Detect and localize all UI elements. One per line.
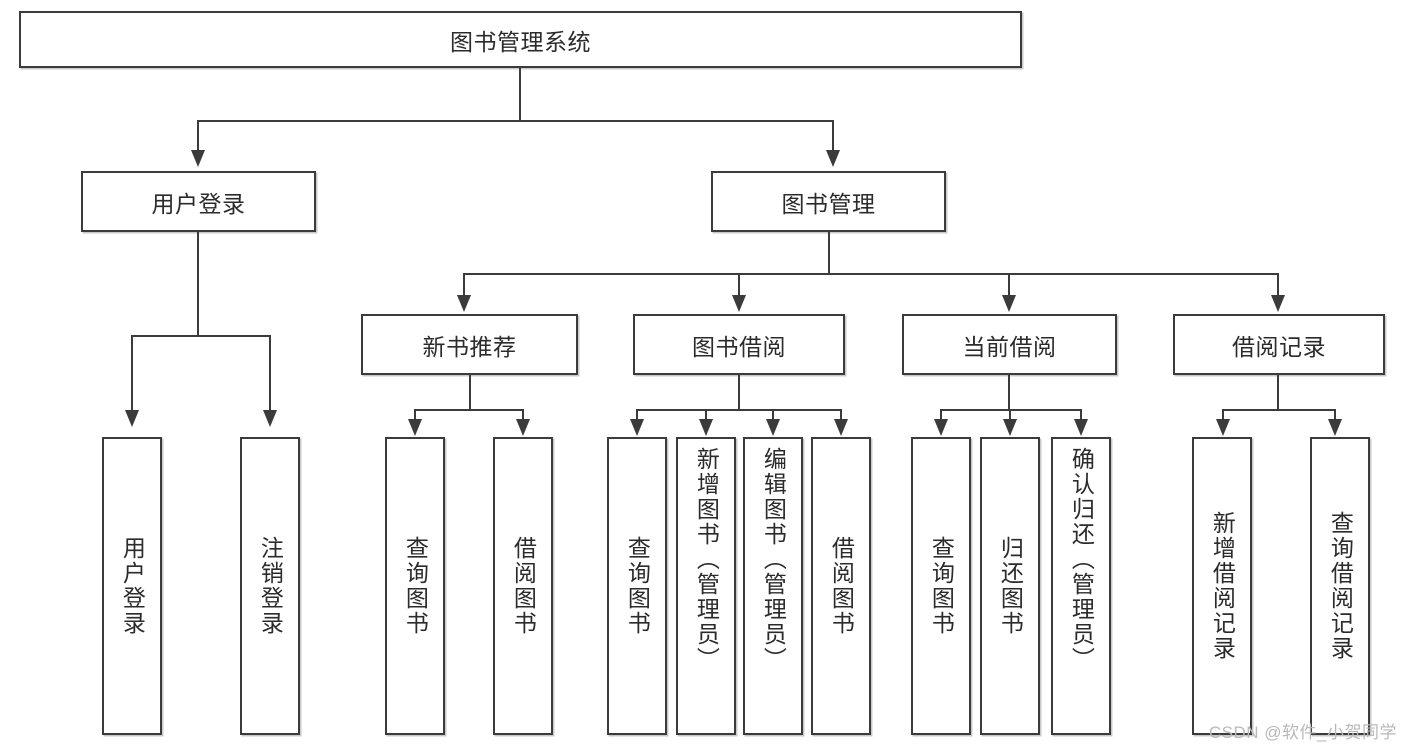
connector-book-borrow-drop-4 <box>840 409 842 421</box>
connector-book-borrow-stem <box>738 375 740 410</box>
connector-book-manage-drop-1 <box>463 273 465 296</box>
connector-current-borrow-bus <box>940 409 1082 411</box>
leaf-label: 查询图书 <box>402 536 429 636</box>
connector-new-book-rec-bus <box>414 409 524 411</box>
leaf-label: 查询图书 <box>624 536 651 636</box>
connector-book-borrow-drop-3 <box>772 409 774 421</box>
connector-current-borrow-drop-1 <box>940 409 942 421</box>
connector-book-borrow-bus <box>636 409 842 411</box>
connector-user-login-drop-1 <box>131 335 133 410</box>
node-label: 当前借阅 <box>962 333 1057 360</box>
csdn-watermark: CSDN @软件_小贺同学 <box>1208 723 1397 742</box>
connector-borrow-record-drop-1 <box>1222 409 1224 421</box>
connector-root-bus <box>197 120 834 122</box>
leaf-query-book-borrowing[interactable]: 查询图书 <box>607 437 667 735</box>
node-label: 图书管理 <box>781 190 876 217</box>
connector-current-borrow-stem <box>1008 375 1010 410</box>
leaf-label: 查询图书 <box>928 536 955 636</box>
leaf-logout-login[interactable]: 注销登录 <box>240 437 300 735</box>
leaf-label: 编辑图书（管理员） <box>760 447 787 672</box>
node-label: 借阅记录 <box>1232 333 1326 360</box>
connector-user-login-drop-2 <box>269 335 271 410</box>
node-book-management[interactable]: 图书管理 <box>711 171 946 232</box>
arrow-to-leaf-borrow-book-1 <box>516 419 530 436</box>
leaf-label: 注销登录 <box>257 536 284 636</box>
connector-book-borrow-drop-2 <box>705 409 707 421</box>
leaf-return-book[interactable]: 归还图书 <box>980 437 1040 735</box>
arrow-to-book-manage <box>826 150 840 167</box>
connector-book-manage-drop-3 <box>1008 273 1010 296</box>
leaf-query-book-current[interactable]: 查询图书 <box>911 437 971 735</box>
connector-borrow-record-stem <box>1277 375 1279 410</box>
leaf-query-book-recommendation[interactable]: 查询图书 <box>385 437 445 735</box>
arrow-to-leaf-query-book-2 <box>630 419 644 436</box>
leaf-label: 新增借阅记录 <box>1209 511 1236 661</box>
arrow-to-leaf-add-book <box>699 419 713 436</box>
connector-root-to-user-login <box>197 120 199 150</box>
arrow-to-leaf-query-record <box>1328 419 1342 436</box>
leaf-label: 查询借阅记录 <box>1327 511 1354 661</box>
connector-new-book-rec-stem <box>469 375 471 410</box>
leaf-borrow-book-borrowing[interactable]: 借阅图书 <box>811 437 871 735</box>
connector-book-manage-bus <box>463 273 1279 275</box>
arrow-to-borrow-record <box>1271 295 1285 312</box>
connector-book-manage-drop-4 <box>1277 273 1279 296</box>
arrow-to-book-borrow <box>732 295 746 312</box>
leaf-add-borrowing-record[interactable]: 新增借阅记录 <box>1192 437 1252 735</box>
connector-user-login-bus <box>131 335 271 337</box>
connector-current-borrow-drop-2 <box>1009 409 1011 421</box>
node-new-book-recommendation[interactable]: 新书推荐 <box>361 314 578 375</box>
leaf-label: 新增图书（管理员） <box>693 447 720 672</box>
connector-borrow-record-bus <box>1222 409 1336 411</box>
arrow-to-leaf-user-login <box>125 410 139 427</box>
connector-new-book-rec-drop-2 <box>522 409 524 421</box>
leaf-label: 借阅图书 <box>828 536 855 636</box>
connector-current-borrow-drop-3 <box>1080 409 1082 421</box>
leaf-query-borrowing-record[interactable]: 查询借阅记录 <box>1310 437 1370 735</box>
node-book-borrowing[interactable]: 图书借阅 <box>633 314 845 375</box>
node-current-borrowing[interactable]: 当前借阅 <box>902 314 1117 375</box>
connector-book-borrow-drop-1 <box>636 409 638 421</box>
leaf-label: 用户登录 <box>119 536 146 636</box>
connector-book-manage-drop-2 <box>738 273 740 296</box>
leaf-confirm-return-admin[interactable]: 确认归还（管理员） <box>1051 437 1111 735</box>
arrow-to-leaf-logout <box>263 410 277 427</box>
node-label: 图书借阅 <box>692 333 786 360</box>
leaf-label: 确认归还（管理员） <box>1068 447 1095 672</box>
arrow-to-leaf-edit-book <box>766 419 780 436</box>
node-label: 新书推荐 <box>422 333 517 360</box>
connector-root-stem <box>519 68 521 121</box>
arrow-to-user-login <box>191 150 205 167</box>
arrow-to-leaf-query-book-1 <box>408 419 422 436</box>
connector-borrow-record-drop-2 <box>1334 409 1336 421</box>
node-label: 用户登录 <box>151 190 246 217</box>
leaf-borrow-book-recommendation[interactable]: 借阅图书 <box>493 437 553 735</box>
leaf-label: 归还图书 <box>997 536 1024 636</box>
node-root-book-management-system[interactable]: 图书管理系统 <box>19 11 1022 68</box>
arrow-to-leaf-query-book-3 <box>934 419 948 436</box>
leaf-add-book-admin[interactable]: 新增图书（管理员） <box>676 437 736 735</box>
leaf-edit-book-admin[interactable]: 编辑图书（管理员） <box>743 437 803 735</box>
connector-new-book-rec-drop-1 <box>414 409 416 421</box>
arrow-to-new-book-rec <box>457 295 471 312</box>
arrow-to-current-borrow <box>1002 295 1016 312</box>
arrow-to-leaf-confirm-return <box>1074 419 1088 436</box>
node-label: 图书管理系统 <box>450 28 591 55</box>
connector-root-to-book-manage <box>832 120 834 150</box>
arrow-to-leaf-borrow-book-2 <box>834 419 848 436</box>
node-borrowing-record[interactable]: 借阅记录 <box>1173 314 1385 375</box>
node-user-login[interactable]: 用户登录 <box>81 171 316 232</box>
leaf-user-login[interactable]: 用户登录 <box>102 437 162 735</box>
connector-user-login-stem <box>197 232 199 336</box>
arrow-to-leaf-return-book <box>1003 419 1017 436</box>
arrow-to-leaf-add-record <box>1216 419 1230 436</box>
leaf-label: 借阅图书 <box>510 536 537 636</box>
connector-book-manage-stem <box>828 232 830 274</box>
